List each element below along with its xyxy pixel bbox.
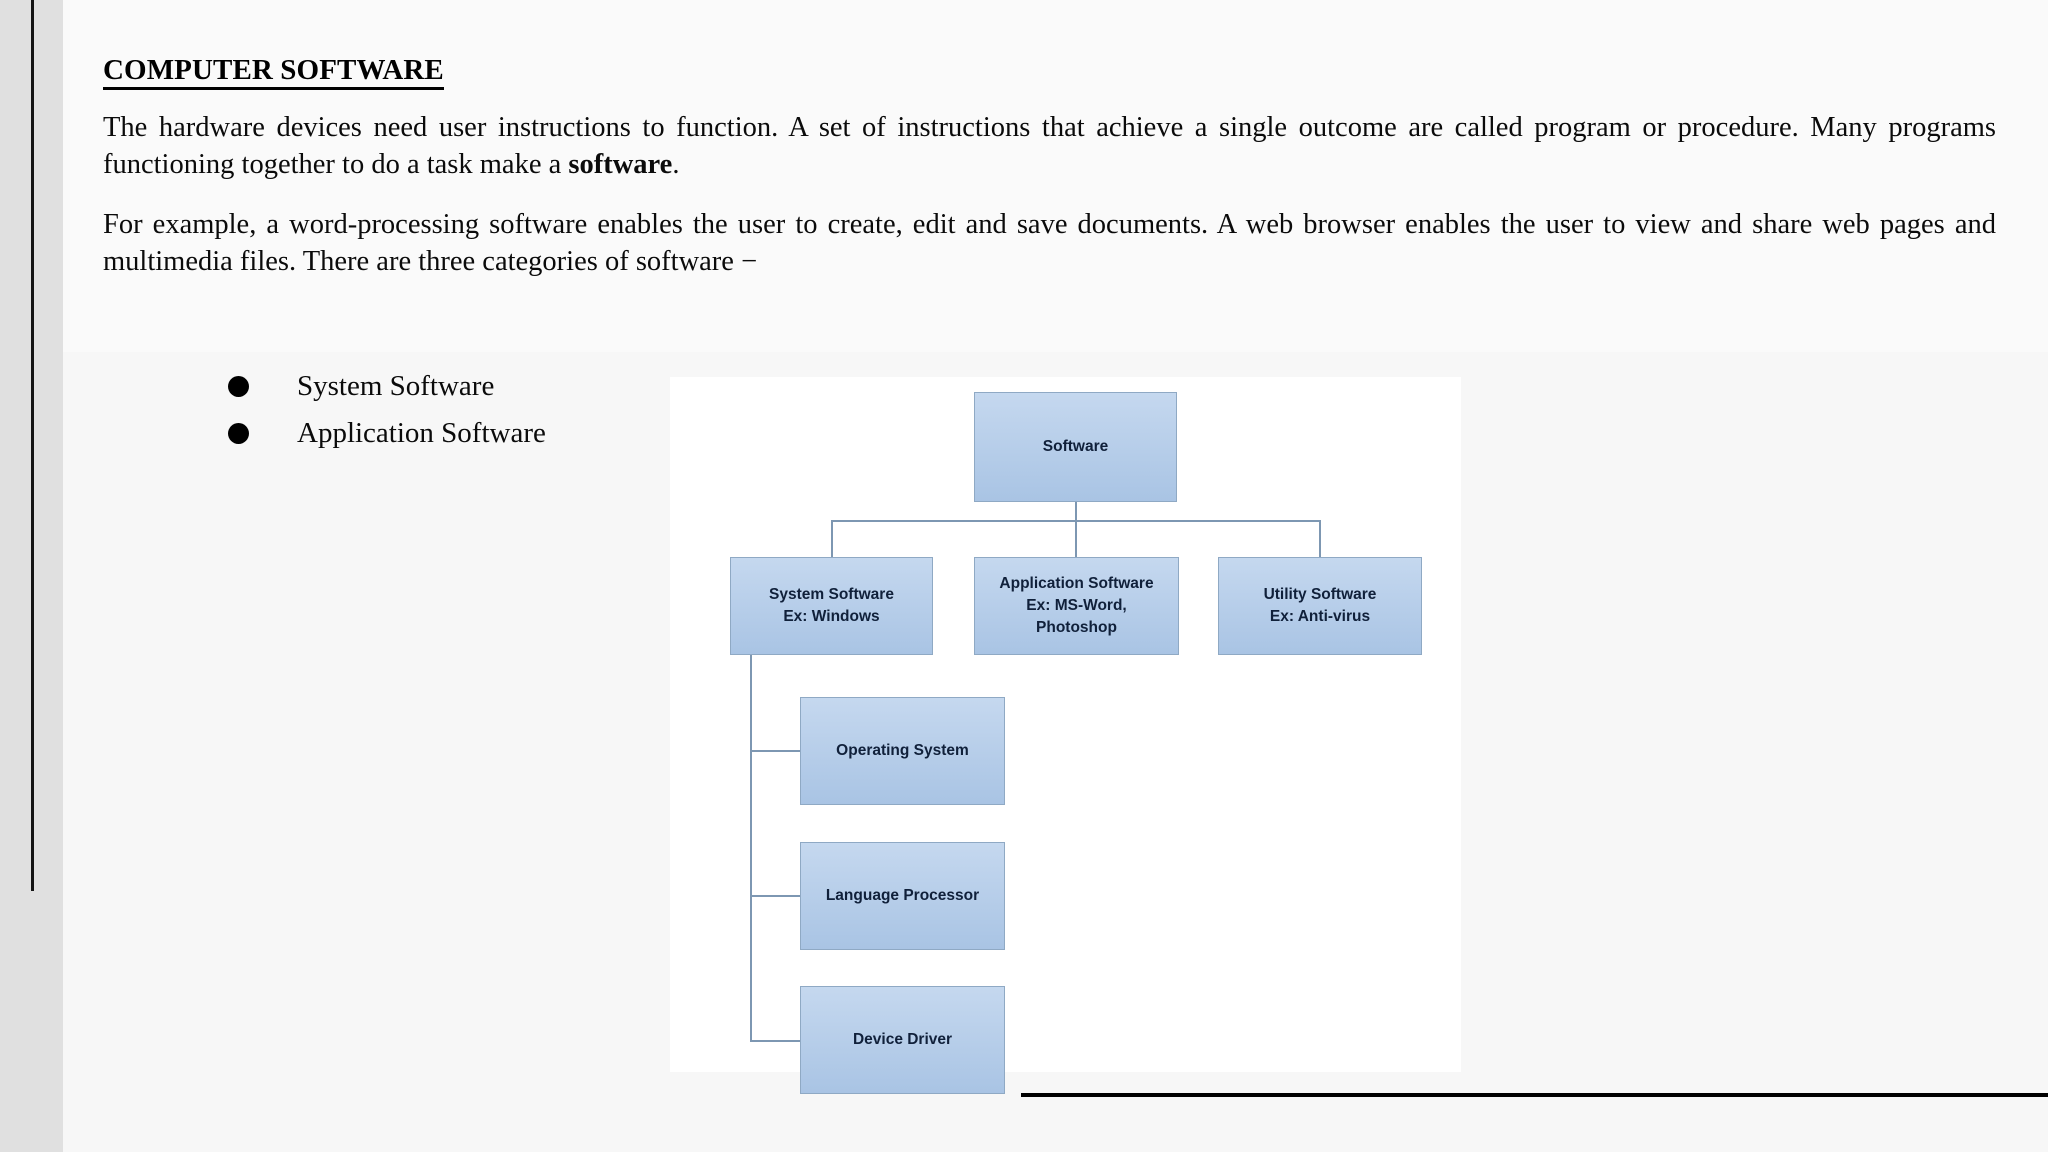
paragraph-intro-bold-software: software bbox=[568, 148, 673, 180]
software-category-list: System Software Application Software bbox=[228, 363, 546, 457]
diagram-node-operating-system-title: Operating System bbox=[836, 742, 969, 759]
diagram-node-language-processor-title: Language Processor bbox=[825, 887, 980, 904]
bottom-horizontal-rule bbox=[1021, 1093, 2048, 1097]
connector-to-application-software bbox=[1075, 520, 1077, 557]
diagram-node-application-software-example-line2: Photoshop bbox=[1036, 619, 1117, 636]
diagram-node-application-software-example-line1: Ex: MS-Word, bbox=[1026, 597, 1127, 614]
diagram-node-operating-system: Operating System bbox=[800, 697, 1005, 805]
paragraph-example: For example, a word-processing software … bbox=[103, 209, 1996, 277]
bullet-dot-icon bbox=[228, 376, 249, 397]
connector-to-device-driver bbox=[750, 1040, 800, 1042]
paragraph-intro-text-b: . bbox=[672, 148, 680, 180]
diagram-node-application-software-title: Application Software bbox=[999, 575, 1154, 592]
list-item-label: System Software bbox=[297, 370, 495, 402]
margin-vertical-rule bbox=[31, 0, 34, 891]
diagram-node-utility-software-title: Utility Software bbox=[1263, 586, 1377, 603]
diagram-node-language-processor: Language Processor bbox=[800, 842, 1005, 950]
list-item: Application Software bbox=[228, 410, 546, 457]
diagram-node-device-driver: Device Driver bbox=[800, 986, 1005, 1094]
connector-to-utility-software bbox=[1319, 520, 1321, 557]
left-margin-strip bbox=[0, 0, 63, 1152]
connector-to-operating-system bbox=[750, 750, 800, 752]
list-item-label: Application Software bbox=[297, 417, 546, 449]
page-title: COMPUTER SOFTWARE bbox=[103, 0, 444, 91]
diagram-node-device-driver-title: Device Driver bbox=[852, 1031, 953, 1048]
connector-to-language-processor bbox=[750, 895, 800, 897]
diagram-node-utility-software: Utility Software Ex: Anti-virus bbox=[1218, 557, 1422, 655]
diagram-node-software-title: Software bbox=[1042, 438, 1109, 455]
diagram-node-utility-software-example: Ex: Anti-virus bbox=[1269, 608, 1371, 625]
diagram-node-software: Software bbox=[974, 392, 1177, 502]
diagram-node-system-software-title: System Software bbox=[769, 586, 894, 603]
list-item: System Software bbox=[228, 363, 546, 410]
diagram-node-system-software-example: Ex: Windows bbox=[783, 608, 880, 625]
paragraph-intro-text-a: The hardware devices need user instructi… bbox=[103, 112, 1996, 180]
bullet-dot-icon bbox=[228, 423, 249, 444]
page-title-wrapper: COMPUTER SOFTWARE bbox=[103, 0, 1996, 91]
document-text-block: COMPUTER SOFTWARE The hardware devices n… bbox=[103, 0, 1996, 280]
connector-system-software-spine bbox=[750, 655, 752, 1042]
diagram-node-application-software: Application Software Ex: MS-Word, Photos… bbox=[974, 557, 1179, 655]
diagram-node-system-software: System Software Ex: Windows bbox=[730, 557, 933, 655]
connector-to-system-software bbox=[831, 520, 833, 557]
text-content-panel bbox=[63, 0, 2048, 352]
software-hierarchy-diagram: Software System Software Ex: Windows App… bbox=[670, 377, 1461, 1094]
paragraph-intro: The hardware devices need user instructi… bbox=[103, 90, 1996, 183]
